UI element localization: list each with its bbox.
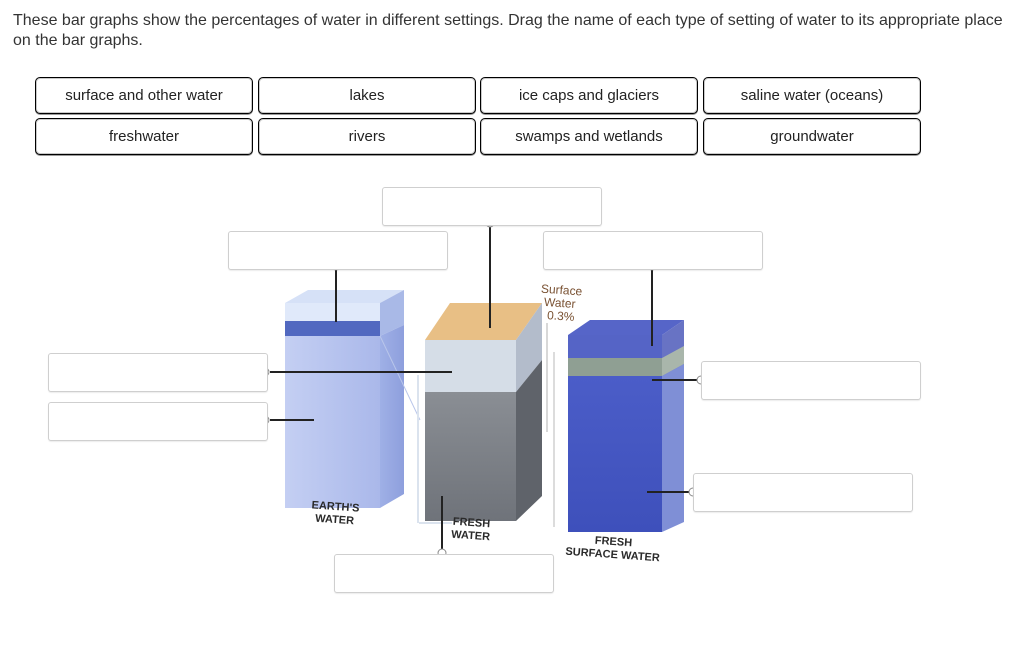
drop-target-surface-water-top[interactable] <box>543 231 763 270</box>
drop-target-right-lower[interactable] <box>693 473 913 512</box>
drop-target-bottom[interactable] <box>334 554 554 593</box>
instructions-text: These bar graphs show the percentages of… <box>13 12 1003 49</box>
choice-saline-water-oceans[interactable]: saline water (oceans) <box>703 77 921 114</box>
choice-surface-and-other-water[interactable]: surface and other water <box>35 77 253 114</box>
drop-target-fresh-water-top[interactable] <box>382 187 602 226</box>
earths-water-bar <box>285 290 421 508</box>
fresh-water-bar <box>425 303 542 521</box>
fresh-surface-water-bar <box>568 320 684 532</box>
choice-rivers[interactable]: rivers <box>258 118 476 155</box>
drop-target-left-lower[interactable] <box>48 402 268 441</box>
choice-lakes[interactable]: lakes <box>258 77 476 114</box>
drop-target-right-upper[interactable] <box>701 361 921 400</box>
drop-target-left-upper[interactable] <box>48 353 268 392</box>
choice-ice-caps-and-glaciers[interactable]: ice caps and glaciers <box>480 77 698 114</box>
drop-target-earths-water-top[interactable] <box>228 231 448 270</box>
choice-swamps-and-wetlands[interactable]: swamps and wetlands <box>480 118 698 155</box>
choice-groundwater[interactable]: groundwater <box>703 118 921 155</box>
surface-water-callout: Surface Water 0.3% <box>540 281 583 324</box>
choice-freshwater[interactable]: freshwater <box>35 118 253 155</box>
